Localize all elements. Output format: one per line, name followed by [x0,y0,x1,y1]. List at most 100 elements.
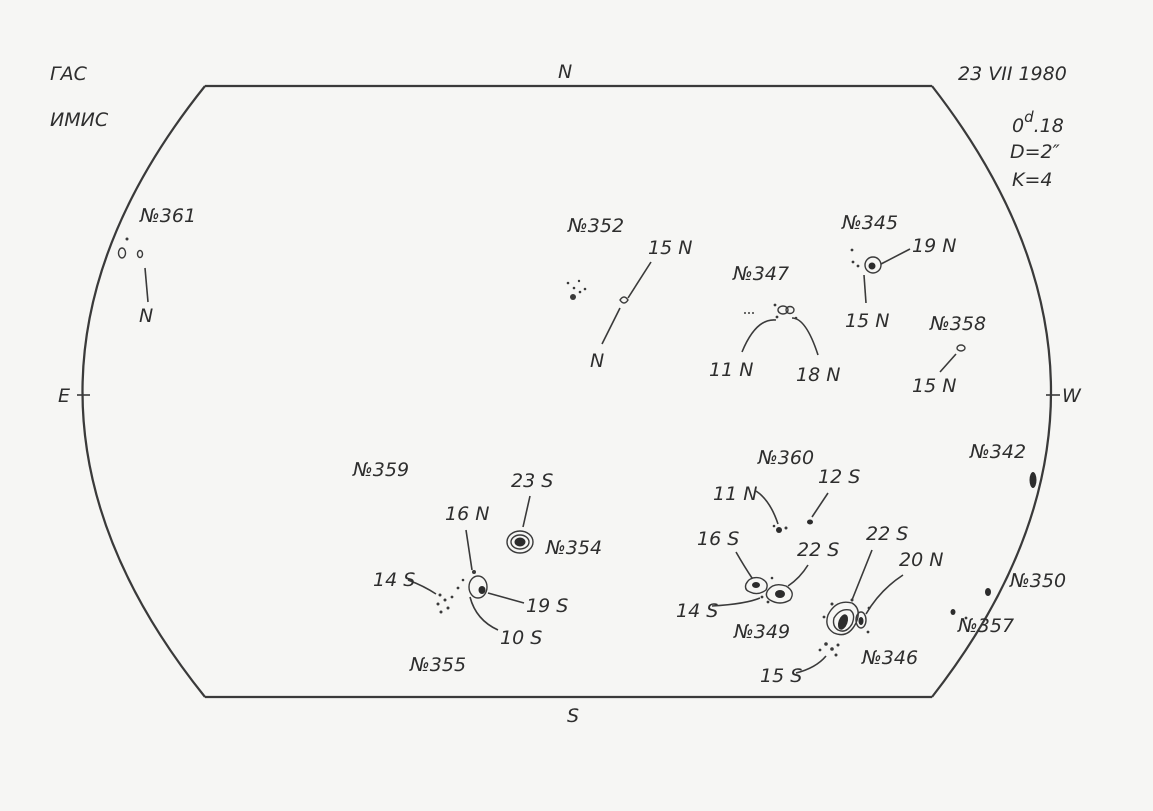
spot-penumbra [855,611,867,629]
group-352: №352 15 N N [566,215,692,372]
pore [851,260,855,264]
spot-umbra [478,586,486,594]
group-352-number: №352 [567,215,624,237]
pore [570,294,576,300]
group-360-lat-a: 11 N [713,483,757,505]
pore [772,524,776,528]
leader-line [880,248,911,265]
pore [125,237,129,241]
date-label: 23 VII 1980 [958,63,1067,85]
pore [439,610,443,614]
pore [784,526,788,530]
group-355-lat-d: 10 S [500,627,542,649]
group-346: 22 S 20 N 15 S №346 [760,523,943,687]
leader-line [735,551,753,579]
leader-line [863,274,867,304]
group-360-number: №360 [757,447,814,469]
group-359-number: №359 [352,459,409,481]
pore [566,281,570,285]
spot-penumbra [468,575,488,599]
leader-line [939,353,957,373]
pore [461,578,465,582]
leader-line [144,267,149,303]
group-355-lat-c: 19 S [526,595,568,617]
pore [766,600,770,604]
pore [773,303,777,307]
north-label: N [558,61,572,83]
group-346-number: №346 [861,647,918,669]
group-350: №350 [985,570,1066,596]
disk-frame [77,84,1060,699]
leader-line [465,529,473,571]
group-352-lat-b: N [590,350,604,372]
group-354-number: №354 [545,537,602,559]
group-349: 16 S 22 S 14 S №349 [676,528,839,643]
leader-line [469,596,499,631]
pore [775,315,779,319]
spot-umbra [1029,472,1037,488]
group-355-number: №355 [409,654,466,676]
frame-east-limb [81,85,206,698]
spot-penumbra-inner [510,534,530,550]
group-345-lat-b: 15 N [845,310,889,332]
frame-west-limb [931,85,1052,698]
leader-line [811,492,829,518]
pore [850,598,854,602]
pore [822,615,826,619]
group-358-number: №358 [929,313,986,335]
group-352-lat-a: 15 N [648,237,692,259]
group-358-lat: 15 N [912,375,956,397]
pore [856,264,860,268]
pore [836,643,840,647]
group-357: №357 [950,609,1014,637]
spot-umbra [868,262,876,270]
group-349-lat-c: 14 S [676,600,718,622]
pore [850,248,854,252]
group-360-lat-b: 12 S [818,466,860,488]
pore [760,595,764,599]
spot [117,247,127,259]
leader-line [755,490,779,525]
pore [964,616,968,620]
west-label: W [1062,385,1082,407]
group-345-lat-a: 19 N [912,235,956,257]
time-label: 0d.18 [1012,108,1064,137]
spot [619,296,629,304]
group-355-lat-b: 14 S [373,569,415,591]
pore [867,606,871,610]
observatory-label: ГАС [50,63,88,85]
spot-penumbra [765,583,793,604]
spot [785,305,795,315]
pore [818,648,822,652]
spot-umbra [837,614,849,630]
group-360: №360 11 N 12 S [713,447,860,533]
spot [956,344,966,352]
pore [443,598,447,602]
pore [450,595,454,599]
group-345: №345 19 N 15 N [841,212,956,332]
group-345-number: №345 [841,212,898,234]
east-label: E [58,385,70,407]
group-359: №359 [352,459,409,481]
institute-label: ИМИС [50,109,109,131]
group-355-lat-a: 16 N [445,503,489,525]
pore [770,576,774,580]
spot-umbra [776,527,782,533]
group-346-lat-c: 15 S [760,665,802,687]
group-361-lat: N [139,305,153,327]
group-355: 16 N 14 S 19 S 10 S №355 [373,503,568,676]
pore [583,287,587,291]
pore [824,642,828,646]
leader-line [601,307,621,345]
spot-umbra [985,588,991,596]
group-357-number: №357 [957,615,1014,637]
spot-umbra [858,617,864,625]
spot-umbra [752,582,760,588]
pore [578,290,582,294]
pore [436,602,440,606]
spot-penumbra-inner [832,608,855,632]
group-354: 23 S №354 [506,470,602,559]
spot-umbra [514,537,526,547]
spot-umbra [807,519,813,525]
